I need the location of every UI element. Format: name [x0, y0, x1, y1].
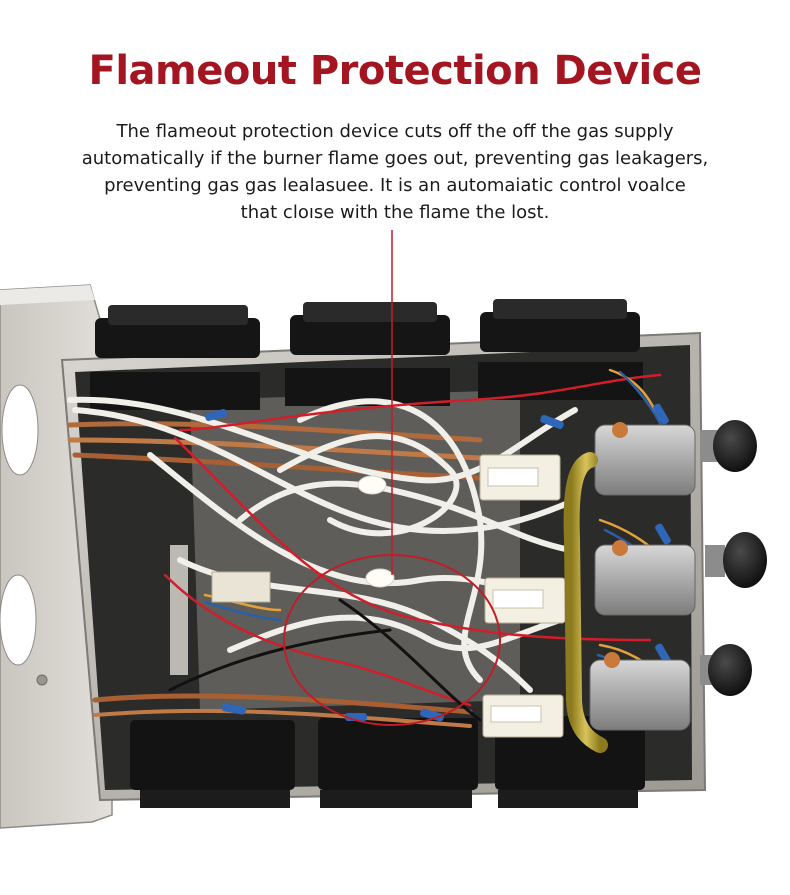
page-title: Flameout Protection Device — [88, 48, 703, 94]
description: The flameout protection device cuts off … — [60, 118, 730, 226]
cable-ties — [357, 475, 395, 588]
callout-circle — [283, 230, 501, 726]
solenoid-valves — [211, 454, 566, 738]
control-knob — [700, 420, 767, 696]
copper-lines — [67, 421, 483, 728]
description-line: that cloıse with the flame the lost. — [240, 202, 550, 223]
description-line: The flameout protection device cuts off … — [116, 121, 674, 142]
description-line: preventing gas gas lealasuee. It is an a… — [104, 175, 686, 196]
crimp-connectors — [205, 403, 671, 722]
description-line: automatically if the burner flame goes o… — [81, 148, 709, 169]
bottom-switch-housings — [130, 716, 645, 808]
gas-valve-bodies — [589, 422, 696, 731]
brass-gas-pipe — [522, 452, 618, 753]
